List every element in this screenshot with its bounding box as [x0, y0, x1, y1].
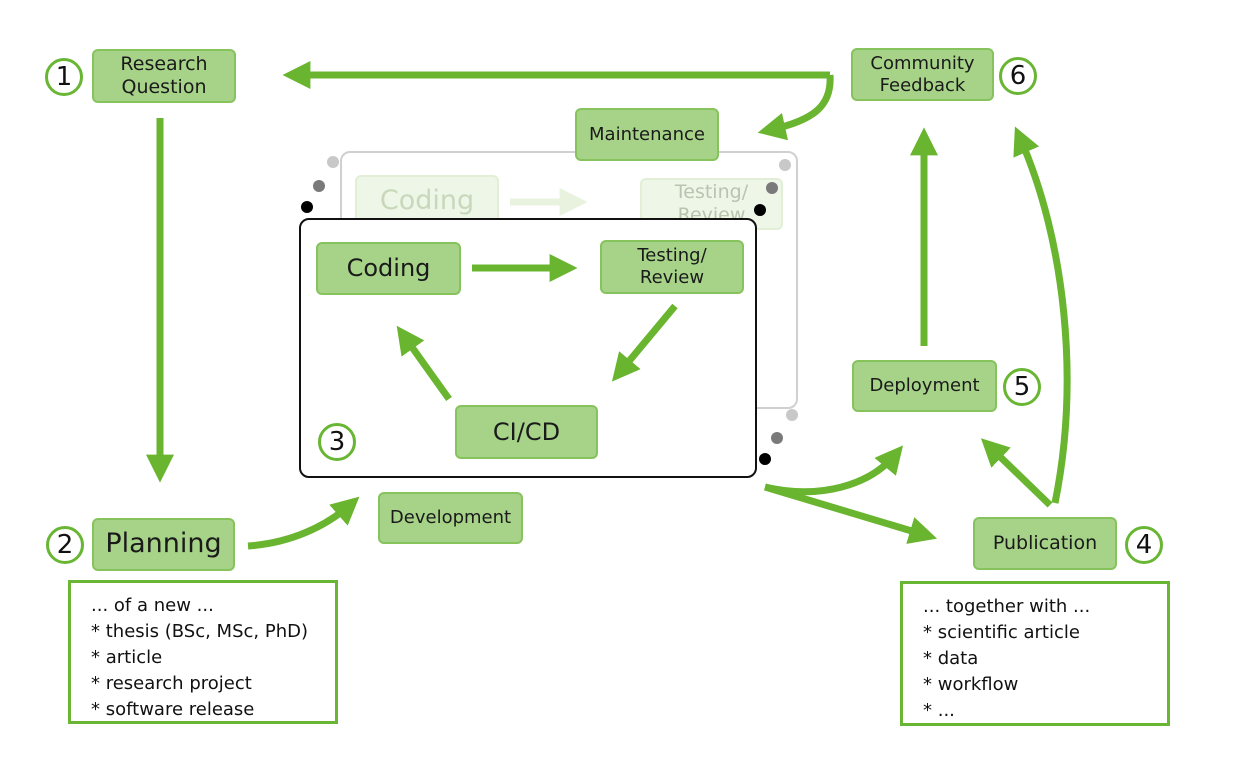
- coding-box: Coding: [316, 242, 461, 295]
- planning-note-line: * software release: [91, 699, 255, 720]
- arrow-dev-to-publication: [763, 483, 938, 544]
- stack-dot-mid-br: [771, 432, 783, 444]
- stack-dot-light-tr: [779, 159, 791, 171]
- stack-dot-dark-top: [301, 201, 313, 213]
- stack-dot-dark-br: [759, 453, 771, 465]
- arrow-dev-to-deployment: [764, 445, 904, 496]
- step-4-badge: 4: [1125, 526, 1163, 564]
- stack-dot-dark-tr: [754, 204, 766, 216]
- planning-note-line: * article: [91, 647, 163, 668]
- planning-note: ... of a new ... * thesis (BSc, MSc, PhD…: [68, 580, 338, 724]
- arrow-publication-to-feedback: [1013, 126, 1071, 504]
- planning-note-line: ... of a new ...: [91, 595, 214, 616]
- publication-box: Publication: [973, 517, 1117, 570]
- publication-note-line: * scientific article: [923, 622, 1080, 643]
- publication-note-line: * workflow: [923, 674, 1019, 695]
- stack-dot-light-top: [327, 156, 339, 168]
- planning-note-line: * research project: [91, 673, 252, 694]
- publication-note-line: * data: [923, 648, 979, 669]
- stack-dot-mid-tr: [766, 182, 778, 194]
- step-3-badge: 3: [318, 423, 356, 461]
- arrow-cicd-to-coding: [396, 325, 452, 402]
- publication-note-line: * ...: [923, 700, 955, 721]
- stack-dot-mid-top: [313, 180, 325, 192]
- arrow-planning-to-development: [247, 496, 360, 550]
- testing-review-box: Testing/ Review: [600, 240, 744, 294]
- step-6-badge: 6: [999, 57, 1037, 95]
- maintenance-box: Maintenance: [575, 108, 719, 161]
- publication-note-line: ... together with ...: [923, 596, 1091, 617]
- step-5-badge: 5: [1003, 368, 1041, 406]
- planning-box: Planning: [92, 518, 235, 571]
- arrow-publication-to-deployment: [980, 438, 1053, 508]
- cicd-box: CI/CD: [455, 405, 598, 459]
- planning-note-line: * thesis (BSc, MSc, PhD): [91, 621, 309, 642]
- step-1-badge: 1: [45, 58, 83, 96]
- stack-dot-light-br: [786, 409, 798, 421]
- development-box: Development: [378, 492, 523, 544]
- community-feedback-box: Community Feedback: [851, 48, 994, 101]
- research-question-box: Research Question: [92, 49, 236, 103]
- deployment-box: Deployment: [852, 360, 997, 412]
- arrow-testing-to-cicd: [611, 303, 678, 382]
- publication-note: ... together with ... * scientific artic…: [900, 581, 1170, 726]
- arrow-feedback-to-maintenance: [757, 74, 834, 141]
- step-2-badge: 2: [46, 526, 84, 564]
